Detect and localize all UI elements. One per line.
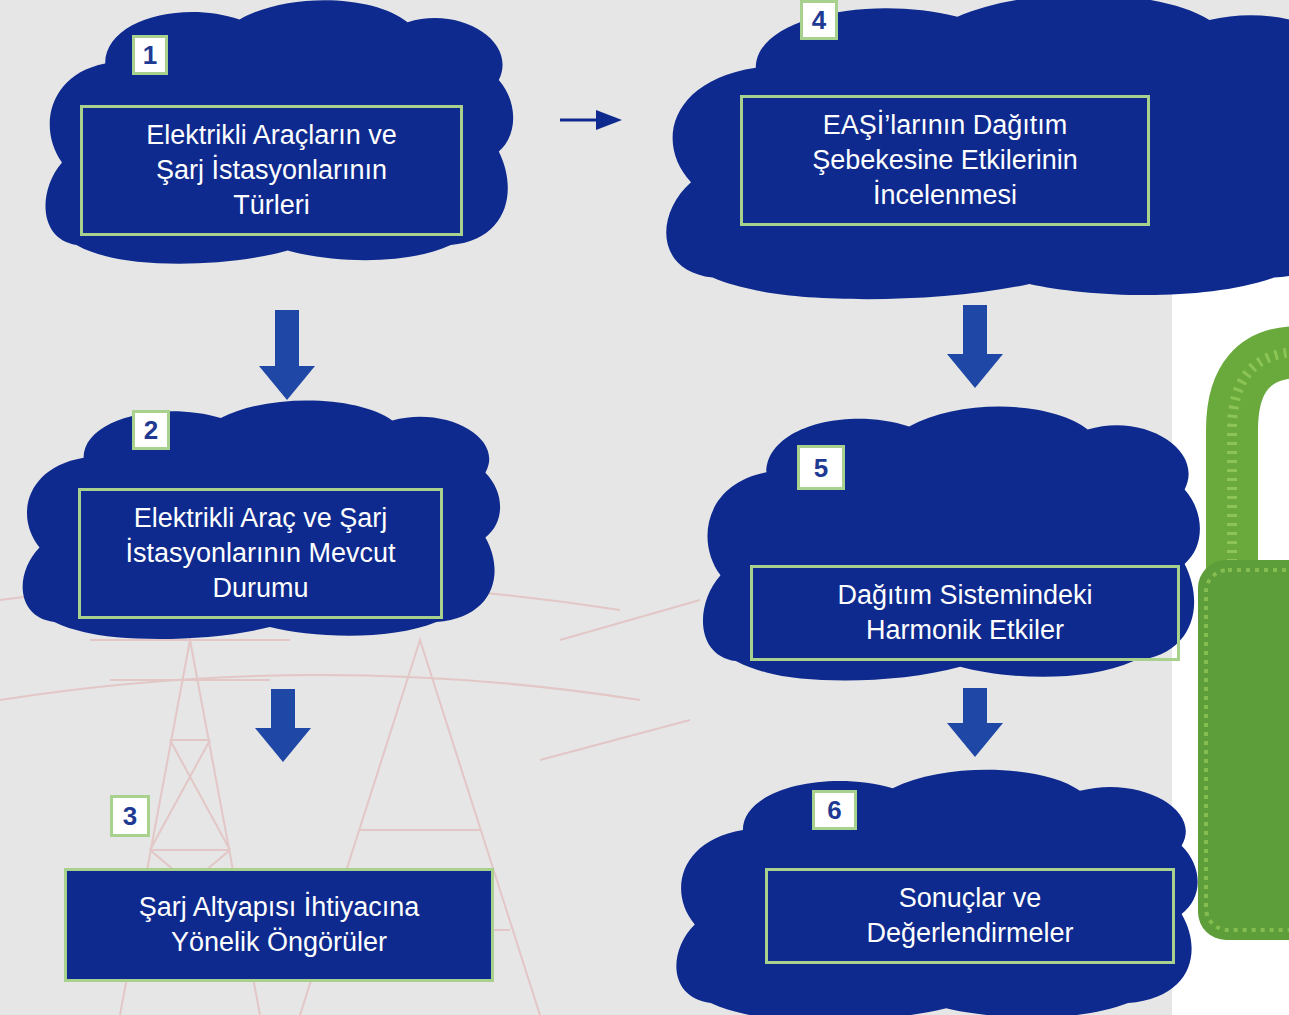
- step-title: Şarj Altyapısı İhtiyacına Yönelik Öngörü…: [107, 890, 451, 960]
- title-frame: Dağıtım Sistemindeki Harmonik Etkiler: [750, 565, 1180, 661]
- cloud-box: 1Elektrikli Araçların ve Şarj İstasyonla…: [38, 0, 518, 267]
- step-title: Sonuçlar ve Değerlendirmeler: [828, 881, 1112, 951]
- title-frame: EAŞİ’larının Dağıtım Şebekesine Etkileri…: [740, 95, 1150, 226]
- number-badge: 1: [132, 35, 168, 75]
- step-title: EAŞİ’larının Dağıtım Şebekesine Etkileri…: [783, 108, 1107, 213]
- title-frame: Şarj Altyapısı İhtiyacına Yönelik Öngörü…: [64, 868, 494, 982]
- flow-arrow: [963, 688, 987, 723]
- step-title: Elektrikli Araç ve Şarj İstasyonlarının …: [121, 501, 400, 606]
- number-badge: 6: [812, 790, 857, 830]
- padlock-illustration: [1198, 352, 1289, 940]
- flow-arrow: [275, 310, 299, 366]
- title-frame: Elektrikli Araç ve Şarj İstasyonlarının …: [78, 488, 443, 619]
- cloud-outline: [676, 770, 1197, 1015]
- title-frame: Sonuçlar ve Değerlendirmeler: [765, 868, 1175, 964]
- cloud-box: 2Elektrikli Araç ve Şarj İstasyonlarının…: [15, 393, 505, 642]
- callout-number: 6: [827, 797, 841, 823]
- cloud-box: 4EAŞİ’larının Dağıtım Şebekesine Etkiler…: [655, 0, 1289, 303]
- flow-arrow: [560, 119, 596, 122]
- flow-arrow: [963, 305, 987, 354]
- callout-number: 3: [123, 803, 137, 829]
- flow-arrow: [271, 689, 295, 728]
- cloud-outline: [703, 407, 1200, 681]
- process-box: 3Şarj Altyapısı İhtiyacına Yönelik Öngör…: [64, 795, 494, 982]
- number-badge: 3: [110, 795, 150, 837]
- number-badge: 5: [797, 445, 845, 490]
- number-badge: 4: [800, 0, 838, 40]
- step-title: Dağıtım Sistemindeki Harmonik Etkiler: [803, 578, 1127, 648]
- callout-number: 5: [814, 455, 828, 481]
- cloud-box: 6Sonuçlar ve Değerlendirmeler: [668, 762, 1203, 1015]
- callout-number: 2: [144, 417, 158, 443]
- cloud-outline: [23, 400, 500, 639]
- number-badge: 2: [132, 410, 170, 450]
- cloud-outline: [45, 0, 513, 263]
- title-frame: Elektrikli Araçların ve Şarj İstasyonlar…: [80, 105, 463, 236]
- callout-number: 1: [143, 42, 157, 68]
- cloud-box: 5Dağıtım Sistemindeki Harmonik Etkiler: [695, 398, 1205, 684]
- cloud-outline: [666, 0, 1289, 299]
- callout-number: 4: [812, 7, 826, 33]
- step-title: Elektrikli Araçların ve Şarj İstasyonlar…: [123, 118, 420, 223]
